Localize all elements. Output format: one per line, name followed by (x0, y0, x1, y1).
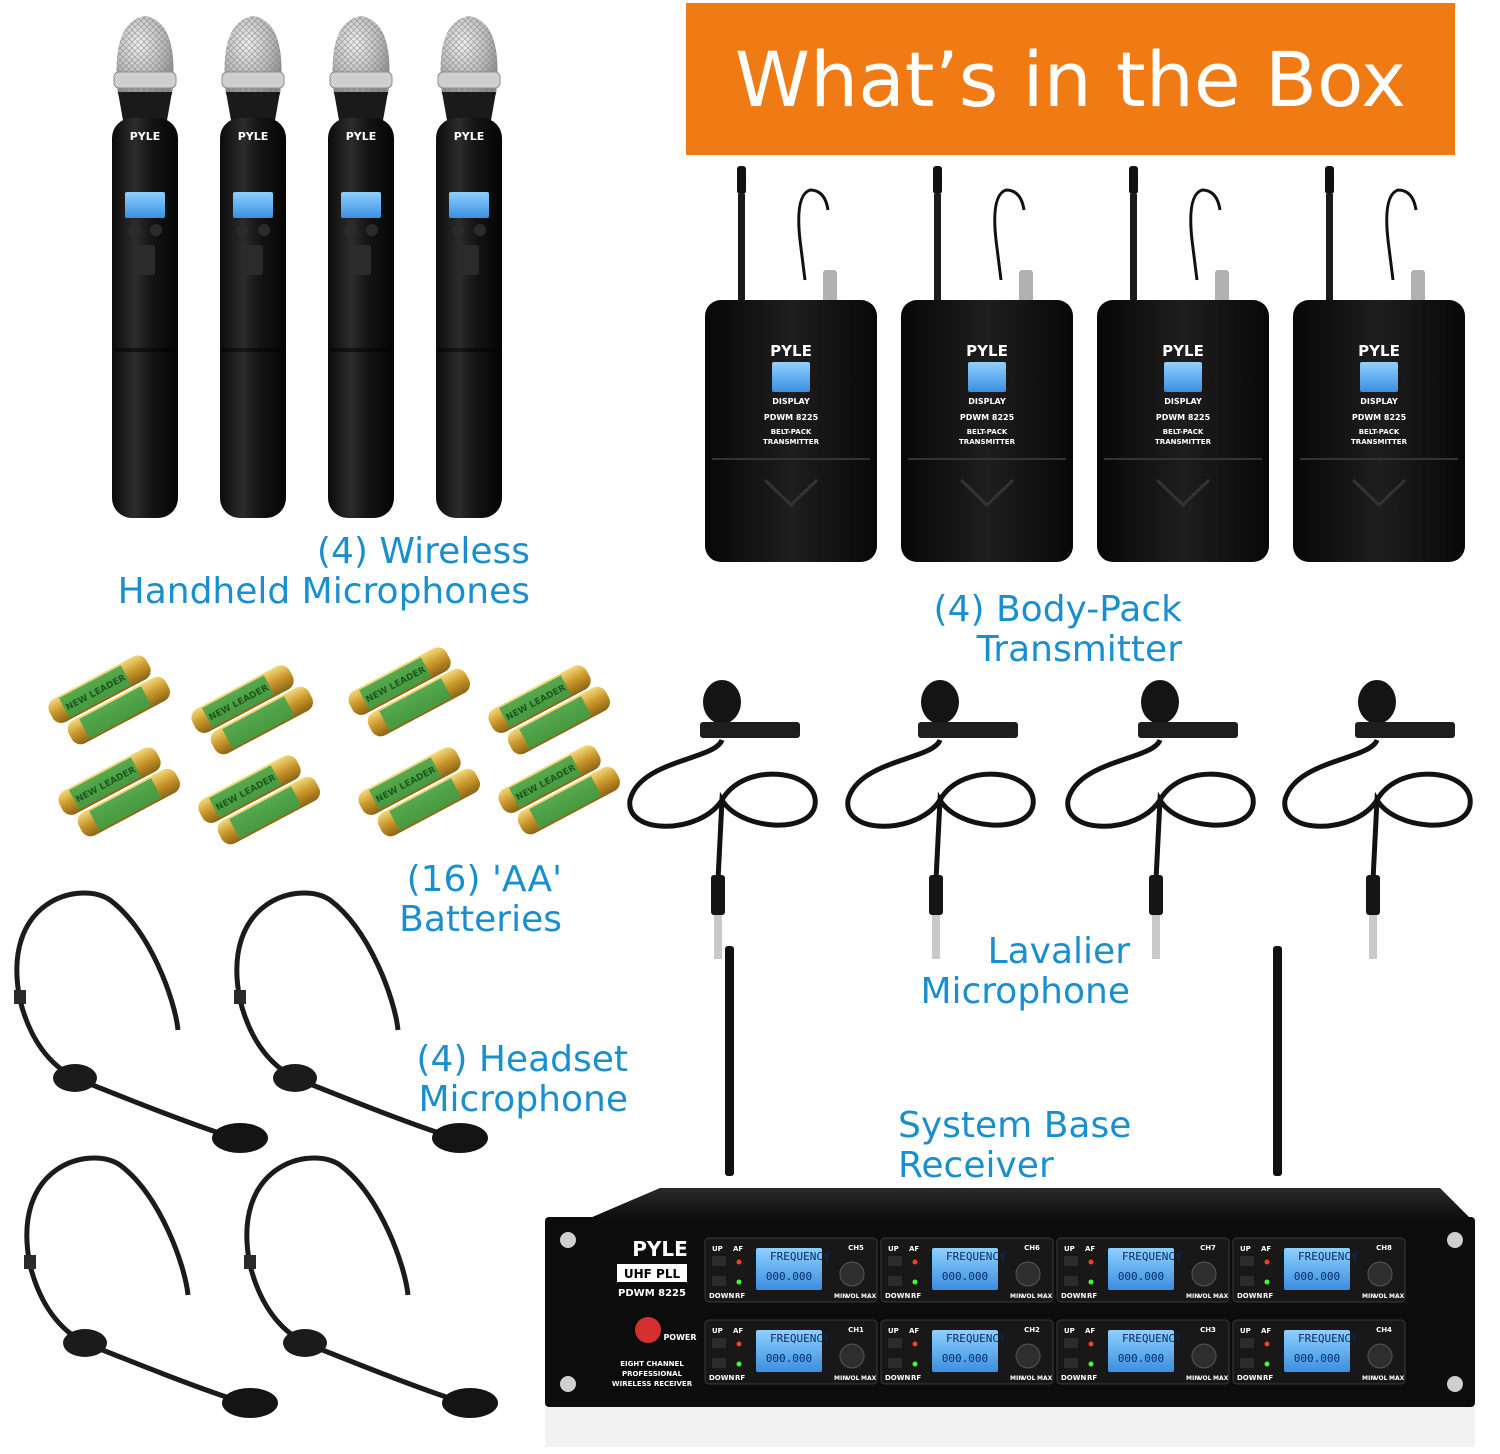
receiver-brand: PYLE (632, 1237, 688, 1261)
channel-up-button[interactable] (712, 1256, 726, 1266)
lavalier-microphones (627, 680, 1470, 959)
channel-down-button[interactable] (712, 1276, 726, 1286)
caption-headset-line1: (4) Headset (416, 1039, 628, 1080)
caption-handheld: (4) Wireless Handheld Microphones (118, 532, 530, 612)
channel-rf-label: RF (735, 1292, 745, 1300)
volume-max-label: MAX (861, 1293, 877, 1300)
channel-label-bottom-4: CH4 (1376, 1326, 1392, 1334)
caption-batteries-line2: Batteries (399, 899, 562, 940)
caption-lavalier: Lavalier Microphone (920, 932, 1130, 1012)
channel-up-label: UP (712, 1245, 723, 1253)
caption-batteries: (16) 'AA' Batteries (399, 860, 562, 940)
bodypack-model: PDWM 8225 (764, 413, 819, 422)
caption-receiver-line2: Receiver (898, 1145, 1054, 1186)
channel-label-bottom-1: CH1 (848, 1326, 864, 1334)
channel-label-top-3: CH7 (1200, 1244, 1216, 1252)
battery-pair: NEW LEADER (48, 655, 170, 745)
caption-headset: (4) Headset Microphone (416, 1040, 628, 1120)
channel-label-top-2: CH6 (1024, 1244, 1040, 1252)
caption-batteries-line1: (16) 'AA' (406, 859, 562, 900)
receiver-unit: PYLE UHF PLL PDWM 8225 POWER EIGHT CHANN… (545, 946, 1475, 1447)
title-banner-text: What’s in the Box (734, 34, 1407, 124)
receiver-desc-line2: PROFESSIONAL (622, 1370, 683, 1378)
caption-bodypack: (4) Body-Pack Transmitter (934, 590, 1182, 670)
power-label: POWER (663, 1333, 696, 1342)
receiver-desc-line1: EIGHT CHANNEL (620, 1360, 684, 1368)
caption-receiver-line1: System Base (898, 1105, 1132, 1146)
channel-frequency-readout: 000.000 (766, 1270, 812, 1283)
bodypack-display-label: DISPLAY (772, 397, 810, 406)
bodypack-type-line1: BELT-PACK (771, 428, 812, 436)
headset-microphone (14, 890, 268, 1153)
bodypack-brand: PYLE (770, 342, 812, 360)
channel-label-bottom-2: CH2 (1024, 1326, 1040, 1334)
bodypack-type-line2: TRANSMITTER (763, 438, 820, 446)
channel-module: UP AF DOWN RF FREQUENCY 000.000 MIN VOL … (704, 1237, 878, 1303)
handheld-microphone: PYLE (112, 16, 178, 518)
title-banner: What’s in the Box (686, 3, 1455, 155)
volume-min-label: MIN (834, 1293, 847, 1300)
bodypack-transmitters: PYLE DISPLAY PDWM 8225 BELT-PACK TRANSMI… (705, 164, 1467, 564)
caption-lavalier-line1: Lavalier (987, 931, 1130, 972)
channel-down-label: DOWN (709, 1292, 734, 1300)
bodypack-transmitter: PYLE DISPLAY PDWM 8225 BELT-PACK TRANSMI… (705, 166, 877, 562)
caption-bodypack-line1: (4) Body-Pack (933, 589, 1182, 630)
caption-headset-line2: Microphone (418, 1079, 628, 1120)
channel-frequency-label: FREQUENCY (770, 1250, 830, 1263)
volume-label: VOL (846, 1293, 860, 1300)
caption-receiver: System Base Receiver (898, 1106, 1131, 1186)
channel-label-top-1: CH5 (848, 1244, 864, 1252)
caption-handheld-line1: (4) Wireless (316, 531, 530, 572)
power-button[interactable] (635, 1317, 661, 1343)
receiver-model: PDWM 8225 (618, 1288, 686, 1299)
caption-bodypack-line2: Transmitter (976, 629, 1182, 670)
receiver-desc-line3: WIRELESS RECEIVER (612, 1380, 693, 1388)
receiver-band: UHF PLL (624, 1267, 681, 1281)
channel-label-top-4: CH8 (1376, 1244, 1392, 1252)
headset-microphones (14, 893, 498, 1418)
channel-af-label: AF (733, 1245, 743, 1253)
handheld-brand: PYLE (130, 130, 161, 143)
caption-lavalier-line2: Microphone (920, 971, 1130, 1012)
lavalier-microphone (627, 680, 818, 959)
volume-knob[interactable] (839, 1261, 865, 1287)
caption-handheld-line2: Handheld Microphones (117, 571, 530, 612)
aa-batteries: NEW LEADER (48, 640, 624, 852)
handheld-microphones: PYLE (112, 15, 503, 519)
channel-label-bottom-3: CH3 (1200, 1326, 1216, 1334)
